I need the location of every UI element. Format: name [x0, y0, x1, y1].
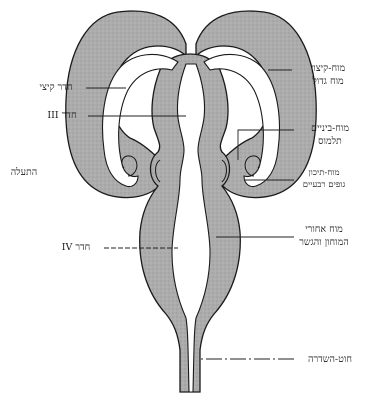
central-canal	[172, 64, 210, 392]
label-diencephalon-2: תלמוס	[318, 136, 342, 147]
label-diencephalon-1: מוח-ביניים	[311, 123, 349, 134]
label-ventricle-iii: חדר III	[47, 110, 76, 121]
label-cerebrum-2: מוח גדול	[311, 76, 344, 87]
label-ventricle-iv: חדר IV	[62, 242, 91, 253]
label-hindbrain-2: המוחון והגשר	[299, 237, 348, 248]
label-lateral-ventricle: חדר קיצי	[40, 82, 73, 93]
label-cerebrum-1: מוח-קיצון	[311, 63, 346, 74]
ventricles	[103, 54, 280, 392]
label-midbrain-1: מוח-תיכון	[308, 168, 339, 178]
label-midbrain-2: גופים רבעיים	[303, 180, 346, 190]
label-spinal-cord: חוט-השדרה	[308, 354, 352, 365]
label-hindbrain-1: מוח אחורי	[305, 224, 343, 235]
label-aqueduct: התעלה	[11, 167, 38, 178]
